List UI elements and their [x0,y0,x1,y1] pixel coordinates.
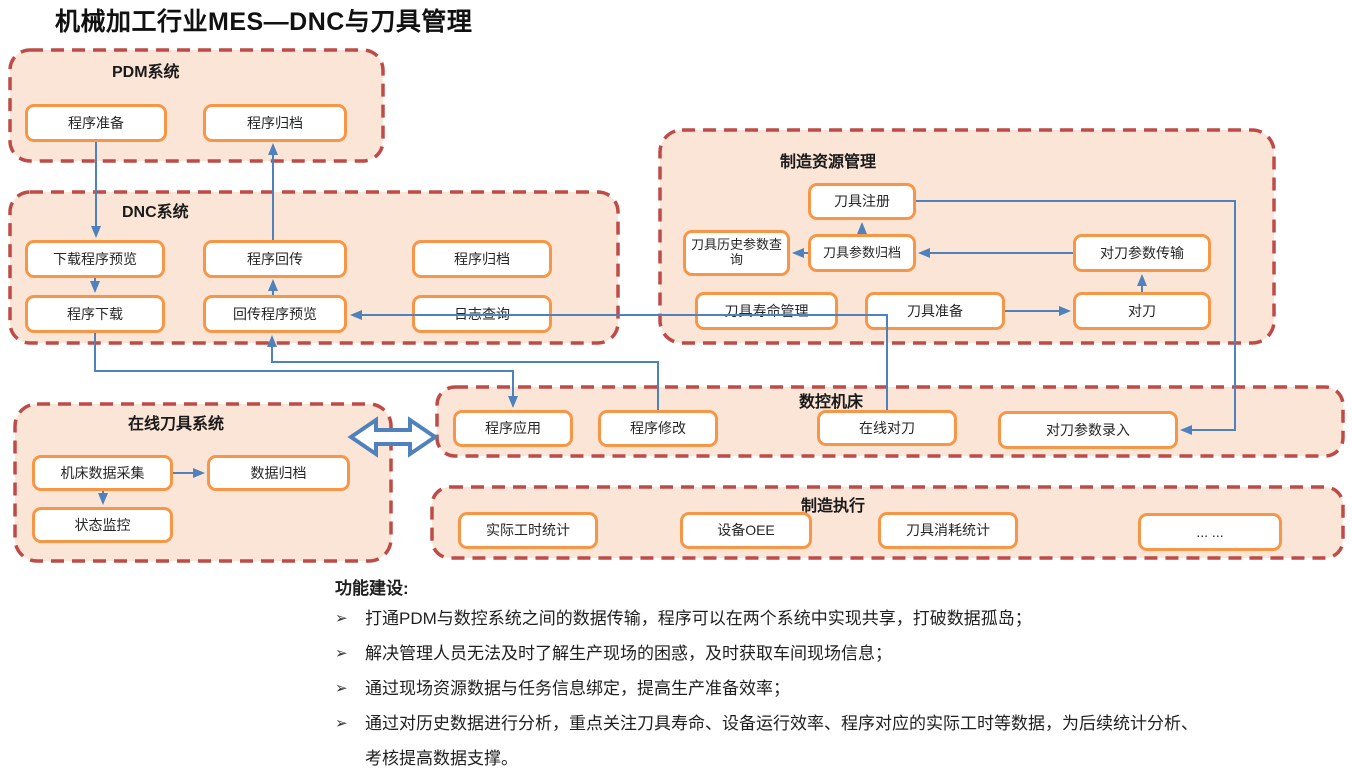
node-exec-more: ... ... [1138,513,1282,551]
node-ot-status-monitor: 状态监控 [32,507,173,543]
node-dnc-upload: 程序回传 [203,240,347,278]
node-ot-machine-data-collect: 机床数据采集 [32,455,173,491]
bullet-item: ➢ 解决管理人员无法及时了解生产现场的困惑，及时获取车间现场信息； [335,643,1335,665]
bullet-text: 通过对历史数据进行分析，重点关注刀具寿命、设备运行效率、程序对应的实际工时等数据… [365,714,1198,733]
node-dnc-log-query: 日志查询 [412,295,552,333]
node-dnc-download-preview: 下载程序预览 [25,240,165,278]
bidirectional-arrow-icon [347,416,439,458]
node-res-tool-setting: 对刀 [1073,292,1211,330]
node-ot-data-archive: 数据归档 [207,455,350,491]
arrow-bullet-icon: ➢ [335,645,348,662]
bullet-item: ➢ 通过对历史数据进行分析，重点关注刀具寿命、设备运行效率、程序对应的实际工时等… [335,713,1335,735]
node-res-tool-history-query: 刀具历史参数查询 [683,230,790,276]
node-exec-actual-hours: 实际工时统计 [458,512,598,549]
node-cnc-param-entry: 对刀参数录入 [998,411,1178,449]
node-exec-equipment-oee: 设备OEE [680,512,812,549]
node-dnc-upload-preview: 回传程序预览 [203,295,347,333]
pdm-container-label: PDM系统 [112,64,180,81]
arrow-bullet-icon: ➢ [335,715,348,732]
bullet-item: ➢ 打通PDM与数控系统之间的数据传输，程序可以在两个系统中实现共享，打破数据孤… [335,608,1335,630]
arrow-bullet-icon: ➢ [335,610,348,627]
dnc-container-label: DNC系统 [122,204,189,221]
node-pdm-archive: 程序归档 [203,104,347,142]
bullet-text: 通过现场资源数据与任务信息绑定，提高生产准备效率； [365,679,790,698]
node-dnc-download: 程序下载 [25,295,165,333]
resource-container-label: 制造资源管理 [780,154,877,171]
node-res-tool-prepare: 刀具准备 [865,292,1005,330]
node-res-tool-param-transfer: 对刀参数传输 [1073,234,1211,272]
bullet-continuation: 考核提高数据支撑。 [335,748,1335,768]
node-res-tool-life: 刀具寿命管理 [695,292,838,330]
node-cnc-program-apply: 程序应用 [453,410,573,447]
node-pdm-prepare: 程序准备 [25,104,167,142]
online-tool-container-label: 在线刀具系统 [128,416,225,433]
page-title: 机械加工行业MES—DNC与刀具管理 [55,8,473,36]
cnc-container-label: 数控机床 [799,394,864,411]
bullet-item: ➢ 通过现场资源数据与任务信息绑定，提高生产准备效率； [335,678,1335,700]
bullet-text: 解决管理人员无法及时了解生产现场的困惑，及时获取车间现场信息； [365,644,892,663]
node-dnc-archive: 程序归档 [412,240,552,278]
footer: 功能建设: ➢ 打通PDM与数控系统之间的数据传输，程序可以在两个系统中实现共享… [335,574,1335,768]
bullet-text: 打通PDM与数控系统之间的数据传输，程序可以在两个系统中实现共享，打破数据孤岛； [365,609,1032,628]
execution-container-label: 制造执行 [801,498,866,515]
node-res-tool-register: 刀具注册 [808,183,916,220]
node-exec-tool-consumption: 刀具消耗统计 [878,512,1018,549]
node-cnc-program-modify: 程序修改 [598,410,718,447]
arrow-bullet-icon: ➢ [335,680,348,697]
bullet-text: 考核提高数据支撑。 [365,749,518,768]
footer-heading: 功能建设: [335,579,409,598]
node-cnc-online-setting: 在线对刀 [817,410,957,446]
node-res-tool-param-archive: 刀具参数归档 [808,234,916,272]
